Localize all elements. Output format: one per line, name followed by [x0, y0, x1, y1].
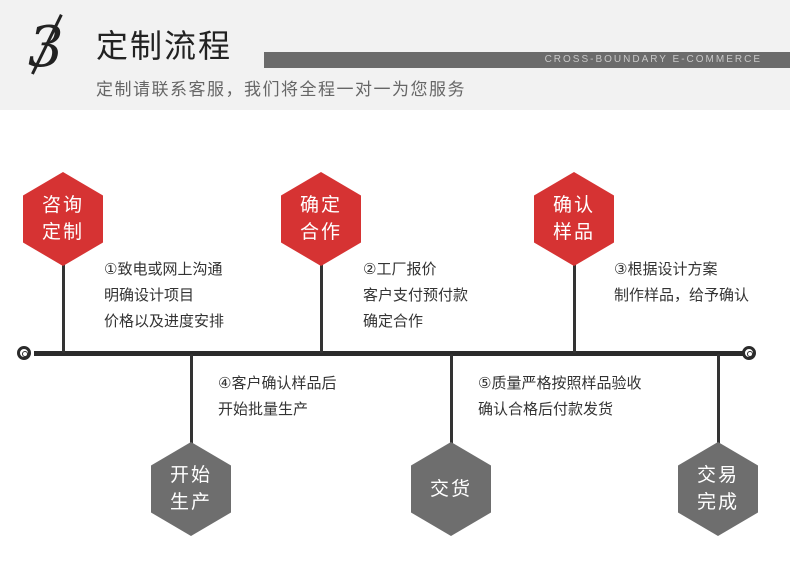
step-desc-5: ⑤质量严格按照样品验收 确认合格后付款发货 — [478, 370, 641, 422]
step-desc-4: ④客户确认样品后 开始批量生产 — [218, 370, 336, 422]
desc-line: 客户支付预付款 — [363, 286, 469, 304]
page-subtitle: 定制请联系客服，我们将全程一对一为您服务 — [96, 80, 466, 100]
desc-line: ③根据设计方案 — [614, 260, 718, 278]
desc-line: ④客户确认样品后 — [218, 374, 337, 392]
step-hex-deal-complete: 交易 完成 — [678, 442, 758, 536]
hex-label-line1: 确定 — [299, 194, 342, 216]
desc-line: 开始批量生产 — [218, 400, 309, 418]
stem-top-3 — [573, 262, 576, 353]
stem-bottom-1 — [190, 354, 193, 444]
desc-line: ①致电或网上沟通 — [104, 260, 223, 278]
hex-label-line1: 咨询 — [41, 194, 84, 216]
timeline-end-circle — [742, 346, 756, 360]
desc-line: 制作样品，给予确认 — [614, 286, 750, 304]
timeline-line — [34, 351, 750, 356]
hex-label-line2: 定制 — [41, 221, 84, 243]
stem-top-1 — [62, 262, 65, 353]
hex-label-line2: 完成 — [696, 491, 739, 513]
step-desc-3: ③根据设计方案 制作样品，给予确认 — [614, 256, 749, 308]
timeline-start-circle — [17, 346, 31, 360]
step-hex-confirm-sample: 确认 样品 — [534, 172, 614, 266]
hex-label-line2: 生产 — [169, 491, 212, 513]
step-hex-delivery: 交货 — [411, 442, 491, 536]
hex-label-line1: 确认 — [552, 194, 595, 216]
desc-line: 价格以及进度安排 — [104, 312, 225, 330]
title-bar: CROSS-BOUNDARY E-COMMERCE — [264, 52, 790, 68]
desc-line: 确定合作 — [363, 312, 424, 330]
step-hex-start-production: 开始 生产 — [151, 442, 231, 536]
hex-label-line1: 开始 — [169, 464, 212, 486]
stem-top-2 — [320, 262, 323, 353]
page-title: 定制流程 — [96, 27, 233, 65]
header-banner: 3 定制流程 CROSS-BOUNDARY E-COMMERCE 定制请联系客服… — [0, 0, 790, 110]
hex-label-line1: 交易 — [696, 464, 739, 486]
desc-line: 确认合格后付款发货 — [478, 400, 614, 418]
step-hex-confirm-cooperation: 确定 合作 — [281, 172, 361, 266]
hex-label-line2: 样品 — [552, 221, 595, 243]
desc-line: ②工厂报价 — [363, 260, 437, 278]
step-desc-2: ②工厂报价 客户支付预付款 确定合作 — [363, 256, 468, 334]
desc-line: 明确设计项目 — [104, 286, 195, 304]
stem-bottom-3 — [717, 354, 720, 444]
step-hex-consult: 咨询 定制 — [23, 172, 103, 266]
stem-bottom-2 — [450, 354, 453, 444]
desc-line: ⑤质量严格按照样品验收 — [478, 374, 642, 392]
title-tagline: CROSS-BOUNDARY E-COMMERCE — [544, 54, 762, 65]
step-desc-1: ①致电或网上沟通 明确设计项目 价格以及进度安排 — [104, 256, 224, 334]
hex-label-line1: 交货 — [429, 477, 472, 500]
hex-label-line2: 合作 — [299, 221, 342, 243]
